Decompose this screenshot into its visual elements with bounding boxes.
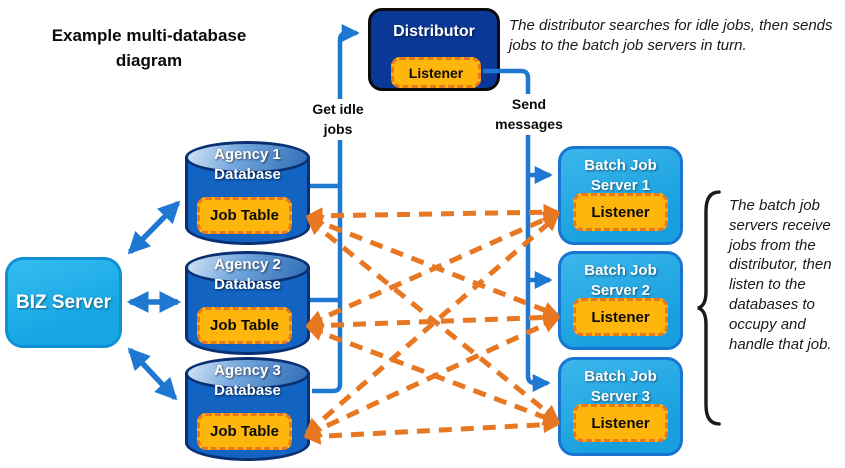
send-messages-label-line1: Send <box>511 96 547 112</box>
get-idle-label-line1: Get idle <box>312 101 364 117</box>
batch-server-label: Batch Job Server 3 <box>561 367 680 408</box>
database-cylinder-agency3: Agency 3 Database Job Table <box>185 357 310 463</box>
page-title: Example multi-database diagram <box>8 24 290 73</box>
jobtable2-listener3-line <box>305 324 561 426</box>
database-cylinder-agency2: Agency 2 Database Job Table <box>185 251 310 357</box>
distributor-label: Distributor <box>393 23 475 40</box>
jobtable1-listener2-line <box>305 215 561 318</box>
biz-agency3-arrow <box>127 347 178 401</box>
batch-server-label: Batch Job Server 2 <box>561 261 680 302</box>
biz-database-connectors <box>126 200 182 401</box>
get-idle-trunk-line <box>312 24 360 394</box>
database-label-line2: Database <box>214 276 281 294</box>
database-cylinder-agency1: Agency 1 Database Job Table <box>185 141 310 247</box>
jobtable3-listener3-line <box>303 416 561 445</box>
job-table-badge-3: Job Table <box>197 413 292 450</box>
listener-badge-1: Listener <box>573 193 668 231</box>
brace-icon <box>697 190 721 426</box>
batch-job-server-2-box: Batch Job Server 2 Listener <box>558 251 683 350</box>
distributor-listener-badge: Listener <box>391 57 481 88</box>
database-label-line1: Agency 1 <box>214 146 281 163</box>
database-label: Agency 2 Database <box>185 255 310 296</box>
database-label-line1: Agency 2 <box>214 256 281 273</box>
database-label-line2: Database <box>214 166 281 184</box>
job-table-listener-connectors <box>303 203 561 445</box>
job-table-badge-1: Job Table <box>197 197 292 234</box>
batch-server-label-line1: Batch Job <box>584 262 657 279</box>
get-idle-jobs-connectors <box>310 24 360 394</box>
title-line-2: diagram <box>115 50 183 70</box>
send-messages-label-line2: messages <box>495 116 563 133</box>
cylinder-top-ellipse <box>185 251 310 284</box>
batch-servers-note: The batch job servers receive jobs from … <box>729 197 832 353</box>
title-line-1: Example multi-database <box>51 26 247 45</box>
batch-job-server-3-box: Batch Job Server 3 Listener <box>558 357 683 456</box>
database-label: Agency 3 Database <box>185 361 310 402</box>
jobtable1-listener1-line <box>305 203 561 225</box>
batch-server-label-line1: Batch Job <box>584 368 657 385</box>
database-label-line1: Agency 3 <box>214 362 281 379</box>
batch-server-label-line2: Server 3 <box>590 388 651 406</box>
batch-server-label: Batch Job Server 1 <box>561 156 680 197</box>
batch-server-label-line2: Server 1 <box>590 177 651 195</box>
cylinder-top-ellipse <box>185 141 310 174</box>
jobtable2-listener2-line <box>305 308 561 335</box>
job-table-badge-2: Job Table <box>197 307 292 344</box>
cylinder-top-ellipse <box>185 357 310 390</box>
batch-job-server-1-box: Batch Job Server 1 Listener <box>558 146 683 245</box>
jobtable3-listener1-line <box>304 213 560 436</box>
jobtable3-listener2-line <box>303 316 561 438</box>
biz-agency1-arrow <box>127 200 181 255</box>
get-idle-jobs-label: Get idle jobs <box>296 99 380 140</box>
biz-server-box: BIZ Server <box>5 257 122 348</box>
biz-server-label: BIZ Server <box>15 291 112 313</box>
distributor-note: The distributor searches for idle jobs, … <box>509 17 833 54</box>
database-label-line2: Database <box>214 382 281 400</box>
batch-server-label-line2: Server 2 <box>590 282 651 300</box>
jobtable1-listener3-line <box>306 217 560 423</box>
send-messages-label: Send messages <box>482 94 576 135</box>
database-label: Agency 1 Database <box>185 145 310 186</box>
listener-badge-2: Listener <box>573 298 668 336</box>
distributor-box: Distributor Listener <box>368 8 500 91</box>
get-idle-label-line2: jobs <box>323 121 353 138</box>
batch-server-label-line1: Batch Job <box>584 157 657 174</box>
jobtable2-listener1-line <box>305 211 561 327</box>
listener-badge-3: Listener <box>573 404 668 442</box>
